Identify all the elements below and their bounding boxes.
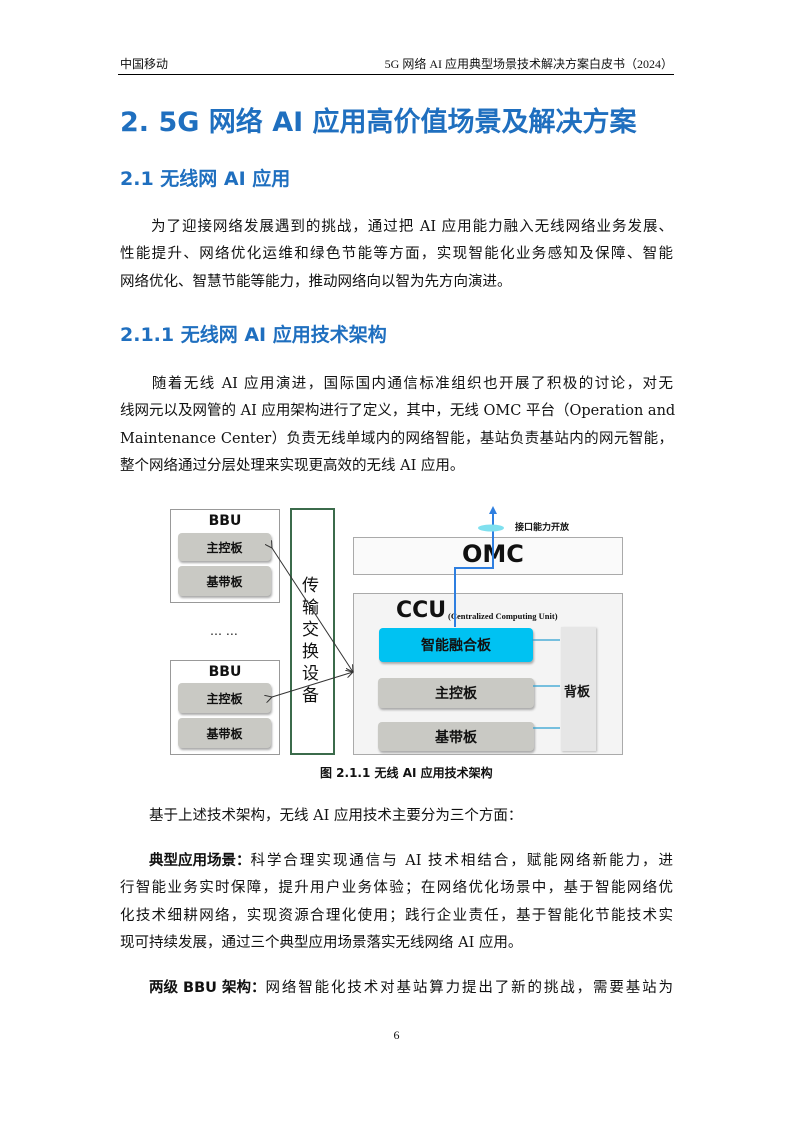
paragraph-1: 为了迎接网络发展遇到的挑战，通过把 AI 应用能力融入无线网络业务发展、 性能提… <box>120 214 673 296</box>
ellipsis: … … <box>210 624 238 638</box>
bold-lead: 典型应用场景： <box>149 853 251 869</box>
smart-fusion-board: 智能融合板 <box>379 628 533 662</box>
text-line: 网络优化、智慧节能等能力，推动网络向以智为先方向演进。 <box>120 273 512 290</box>
header-right: 5G 网络 AI 应用典型场景技术解决方案白皮书（2024） <box>384 57 673 71</box>
link-arrow-bbu2 <box>272 672 353 697</box>
main-board: 主控板 <box>178 533 271 561</box>
text-line: 现可持续发展，通过三个典型应用场景落实无线网络 AI 应用。 <box>120 935 523 952</box>
ccu-baseband-board: 基带板 <box>378 722 534 751</box>
text-line: Maintenance Center）负责无线单域内的网络智能，基站负责基站内的… <box>120 430 673 447</box>
text-line: 化技术细耕网络，实现资源合理化使用；践行企业责任，基于智能化节能技术实 <box>120 907 673 924</box>
interface-line <box>454 512 494 627</box>
text-span: 网络智能化技术对基站算力提出了新的挑战，需要基站为 <box>265 980 673 996</box>
bbu-label: BBU <box>208 664 242 680</box>
ccu-box: CCU (Centralized Computing Unit) 智能融合板 主… <box>353 593 623 755</box>
text-line: 线网元以及网管的 AI 应用架构进行了定义，其中，无线 OMC 平台（Opera… <box>120 403 676 420</box>
paragraph-3: 基于上述技术架构，无线 AI 应用技术主要分为三个方面： <box>120 803 673 830</box>
text-line: 为了迎接网络发展遇到的挑战，通过把 AI 应用能力融入无线网络业务发展、 <box>120 219 673 235</box>
text-line: 典型应用场景： 科学合理实现通信与 AI 技术相结合，赋能网络新能力，进 <box>120 848 673 875</box>
subsubsection-title: 2.1.1 无线网 AI 应用技术架构 <box>120 324 387 346</box>
bbu-box-2: BBU 主控板 基带板 <box>170 660 280 755</box>
section-title: 2. 5G 网络 AI 应用高价值场景及解决方案 <box>120 107 637 138</box>
text-line: 行智能业务实时保障，提升用户业务体验；在网络优化场景中，基于智能网络优 <box>120 880 673 897</box>
backplane: 背板 <box>561 627 596 751</box>
baseband-board: 基带板 <box>178 718 271 748</box>
architecture-diagram: BBU 主控板 基带板 … … BBU 主控板 基带板 传输交换设备 OMC C… <box>0 506 623 780</box>
backplane-label: 背板 <box>564 685 591 700</box>
interface-label: 接口能力开放 <box>515 523 570 533</box>
text-line: 性能提升、网络优化运维和绿色节能等方面，实现智能化业务感知及保障、智能 <box>120 246 673 263</box>
paragraph-5: 两级 BBU 架构： 网络智能化技术对基站算力提出了新的挑战，需要基站为 <box>120 975 673 1002</box>
figure-caption: 图 2.1.1 无线 AI 应用技术架构 <box>320 766 493 780</box>
arrow-up-icon <box>489 506 497 514</box>
ccu-full-name: (Centralized Computing Unit) <box>448 611 558 621</box>
interface-ellipse <box>478 524 504 532</box>
subsection-title: 2.1 无线网 AI 应用 <box>120 168 291 190</box>
text-line: 基于上述技术架构，无线 AI 应用技术主要分为三个方面： <box>120 808 523 824</box>
header-rule <box>118 74 674 75</box>
main-board: 主控板 <box>178 683 271 713</box>
page-number: 6 <box>393 1028 400 1042</box>
bold-lead: 两级 BBU 架构： <box>149 980 266 996</box>
text-line: 两级 BBU 架构： 网络智能化技术对基站算力提出了新的挑战，需要基站为 <box>120 975 673 1002</box>
baseband-board: 基带板 <box>178 566 271 596</box>
ccu-main-board: 主控板 <box>378 678 534 708</box>
text-line: 整个网络通过分层处理来实现更高效的无线 AI 应用。 <box>120 458 465 475</box>
bbu-box-1: BBU 主控板 基带板 <box>170 509 280 603</box>
diagram-connectors <box>0 506 560 729</box>
bbu-label: BBU <box>208 513 242 529</box>
paragraph-2: 随着无线 AI 应用演进，国际国内通信标准组织也开展了积极的讨论，对无 线网元以… <box>120 371 676 481</box>
text-span: 科学合理实现通信与 AI 技术相结合，赋能网络新能力，进 <box>250 853 674 869</box>
text-line: 随着无线 AI 应用演进，国际国内通信标准组织也开展了积极的讨论，对无 <box>120 376 673 392</box>
paragraph-4: 典型应用场景： 科学合理实现通信与 AI 技术相结合，赋能网络新能力，进 行智能… <box>120 848 673 958</box>
header-left: 中国移动 <box>120 57 169 71</box>
ccu-label: CCU <box>396 598 447 623</box>
link-arrow-bbu1 <box>272 548 353 672</box>
